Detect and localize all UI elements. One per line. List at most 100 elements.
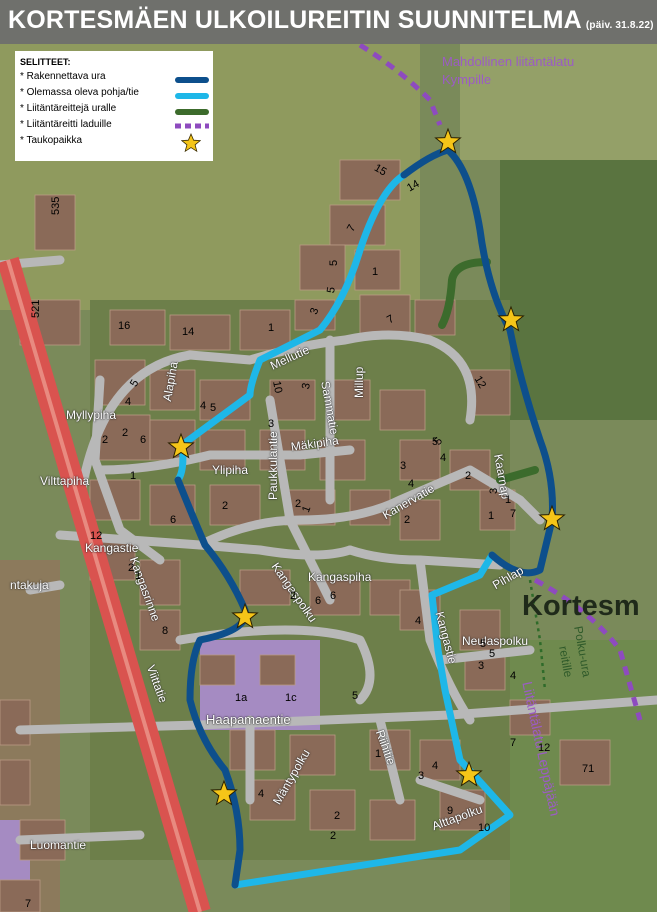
plot-number-label: 3: [478, 660, 485, 672]
plot-number-label: 14: [182, 326, 195, 338]
rest-stop-star-icon: [210, 779, 238, 806]
rest-stop-star-icon: [231, 602, 259, 629]
plot-number-label: 16: [118, 320, 131, 332]
annotation-kympille-line1: Mahdollinen liitäntälatu: [442, 54, 575, 69]
plot-number-label: 4: [408, 478, 415, 490]
field-northeast: [460, 40, 657, 160]
connector-north: [438, 258, 491, 329]
plot-number-label: 10: [270, 380, 285, 395]
area-name-label: Kortesm: [522, 590, 640, 622]
legend-item-rest: * Taukopaikka: [20, 135, 83, 146]
street-kangastie: Kangastie: [85, 541, 139, 555]
plot-number-label: 2: [465, 470, 472, 482]
plot-number-label: 5: [210, 402, 217, 414]
street-kangaspiha: Kangaspiha: [308, 570, 372, 584]
annotation-kympille-line2: Kympille: [442, 72, 492, 87]
legend-swatch-ski: [175, 123, 209, 129]
plot-number-label: 4: [415, 615, 422, 627]
legend-swatch-connector: [175, 109, 209, 115]
plot-number-label: 9: [447, 805, 454, 817]
connector-east: [496, 466, 539, 484]
plot-number-label: 7: [510, 508, 517, 520]
plot-number-label: 1: [268, 322, 275, 334]
existing-trail-south: [231, 551, 514, 889]
plot-number-label: 2: [295, 498, 302, 510]
title-bar: KORTESMÄEN ULKOILUREITIN SUUNNITELMA(päi…: [0, 0, 657, 44]
plot-number-label: 3: [400, 460, 407, 472]
street-ylipiha: Ylipiha: [212, 463, 249, 477]
title-date: (päiv. 31.8.22): [585, 20, 654, 31]
plot-number-label: 6: [330, 590, 337, 602]
house-plots: [0, 159, 611, 912]
legend-item-build: * Rakennettava ura: [20, 71, 106, 82]
legend-star-icon: [181, 133, 201, 153]
planned-trail-west: [174, 476, 249, 889]
legend-swatch-existing: [175, 93, 209, 99]
plot-number-label: 1c: [285, 692, 297, 704]
street-haapamaentie: Haapamaentie: [206, 712, 291, 727]
plot-number-label: 5: [480, 638, 487, 650]
plot-number-label: 2: [330, 830, 337, 842]
plot-number-label: 4: [510, 670, 517, 682]
legend-swatch-build: [175, 77, 209, 83]
plot-number-label: 10: [478, 822, 491, 834]
plot-number-label: 3: [268, 418, 275, 430]
plot-number-label: 5: [432, 436, 439, 448]
railway-center: [6, 259, 202, 912]
plot-number-label: 2: [404, 514, 411, 526]
legend: SELITTEET: * Rakennettava ura * Olemassa…: [15, 51, 213, 161]
street-myllypiha: Myllypiha: [66, 408, 117, 422]
plot-number-label: 7: [510, 737, 517, 749]
plot-number-label: 4: [440, 452, 447, 464]
plot-number-label: 2: [122, 427, 129, 439]
plot-number-label: 1: [505, 494, 512, 506]
plot-number-label: 5: [328, 259, 340, 266]
plot-number-label: 1a: [235, 692, 248, 704]
rest-stop-star-icon: [497, 305, 525, 332]
rest-stop-star-icon: [455, 760, 483, 787]
rest-stop-star-icon: [167, 432, 195, 459]
plot-number-label: 1: [488, 510, 495, 522]
plot-number-label: 2: [102, 434, 109, 446]
street-neulaspolku: Neulaspolku: [462, 634, 529, 648]
plot-number-label: 5: [352, 690, 359, 702]
plot-number-label: 1: [372, 266, 379, 278]
plot-number-label: 4: [432, 760, 439, 772]
plot-number-label: 3: [418, 770, 425, 782]
plot-number-label: 6: [170, 514, 177, 526]
title-label: KORTESMÄEN ULKOILUREITIN SUUNNITELMA: [8, 6, 582, 34]
plot-number-label: 2: [290, 590, 297, 602]
plot-number-label: 8: [162, 625, 169, 637]
plot-number-label: 2: [128, 562, 135, 574]
plot-number-label: 71: [582, 763, 595, 775]
plot-number-label: 6: [140, 434, 147, 446]
plot-number-label: 2: [334, 810, 341, 822]
street-luomantie: Luomantie: [30, 838, 87, 852]
plot-number-label: 4: [200, 400, 207, 412]
street-paukkulantie: Paukkulantie: [266, 431, 280, 500]
plot-number-label: 12: [90, 530, 103, 542]
rest-stop-star-icon: [538, 504, 566, 531]
street-network: [0, 255, 657, 845]
legend-item-ski: * Liitäntäreitti laduille: [20, 119, 112, 130]
plot-number-label: 6: [315, 595, 322, 607]
rest-stops: [167, 127, 566, 806]
plot-number-label: 7: [25, 898, 32, 910]
forest-east: [500, 150, 657, 420]
plot-number-label: 535: [50, 196, 62, 215]
street-millup: Millup: [352, 366, 366, 398]
plot-number-label: 1: [135, 570, 142, 582]
legend-heading: SELITTEET:: [20, 57, 71, 67]
page-title: KORTESMÄEN ULKOILUREITIN SUUNNITELMA(päi…: [8, 6, 654, 35]
ski-connection-kympille: [358, 42, 443, 126]
legend-item-existing: * Olemassa oleva pohja/tie: [20, 87, 139, 98]
legend-item-connector: * Liitäntäreittejä uralle: [20, 103, 117, 114]
plot-number-label: 3: [488, 487, 500, 494]
plot-number-label: 5: [489, 648, 496, 660]
plot-number-label: 2: [222, 500, 229, 512]
street-ntakuja: ntakuja: [10, 578, 49, 592]
street-vilttapiha: Vilttapiha: [40, 474, 90, 488]
plot-number-label: 1: [130, 470, 137, 482]
